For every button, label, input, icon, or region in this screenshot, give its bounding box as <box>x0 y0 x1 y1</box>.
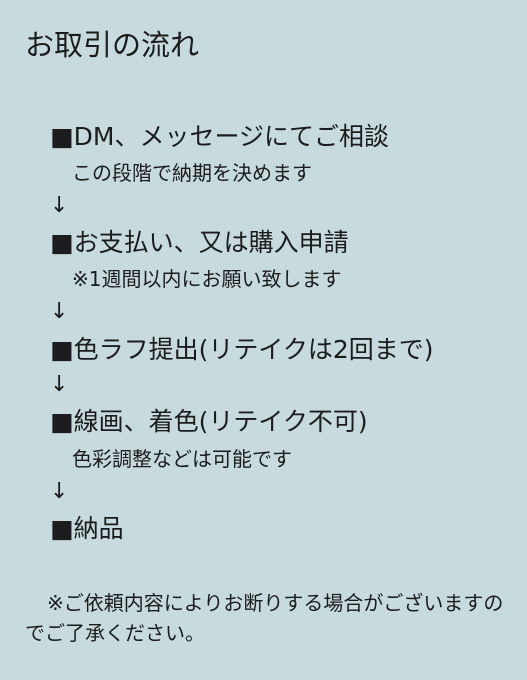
flow-arrow-2: ↓ <box>50 299 69 324</box>
step-lineart-coloring: ■線画、着色(リテイク不可) <box>50 407 368 436</box>
flow-arrow-4: ↓ <box>50 479 69 504</box>
step-payment-detail: ※1週間以内にお願い致します <box>72 267 342 291</box>
step-lineart-coloring-detail: 色彩調整などは可能です <box>72 447 292 471</box>
step-payment: ■お支払い、又は購入申請 <box>50 228 349 257</box>
disclaimer-note: ※ご依頼内容によりお断りする場合がございますのでご了承ください。 <box>25 591 504 645</box>
step-color-rough: ■色ラフ提出(リテイクは2回まで) <box>50 335 434 364</box>
step-consultation-detail: この段階で納期を決めます <box>72 161 312 185</box>
page-title: お取引の流れ <box>25 28 200 62</box>
step-consultation: ■DM、メッセージにてご相談 <box>50 122 389 151</box>
flow-arrow-1: ↓ <box>50 193 69 218</box>
step-delivery: ■納品 <box>50 514 124 543</box>
flow-arrow-3: ↓ <box>50 372 69 397</box>
